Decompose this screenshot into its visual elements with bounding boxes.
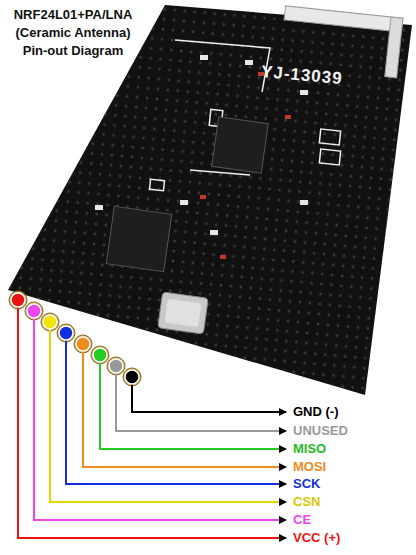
pin-label: VCC (+) — [293, 530, 340, 546]
pin-label: GND (-) — [293, 404, 339, 420]
pin-label: MISO — [293, 441, 326, 457]
diagram-title: NRF24L01+PA/LNA (Ceramic Antenna) Pin-ou… — [4, 6, 142, 60]
pcb-board — [0, 0, 416, 420]
pin-dots — [11, 293, 139, 384]
pin-label: CSN — [293, 494, 320, 510]
pin-label: MOSI — [293, 459, 326, 475]
pin-label: CE — [293, 512, 311, 528]
pin-label: SCK — [293, 476, 320, 492]
pin-label: UNUSED — [293, 423, 348, 439]
leader-lines — [18, 300, 286, 538]
